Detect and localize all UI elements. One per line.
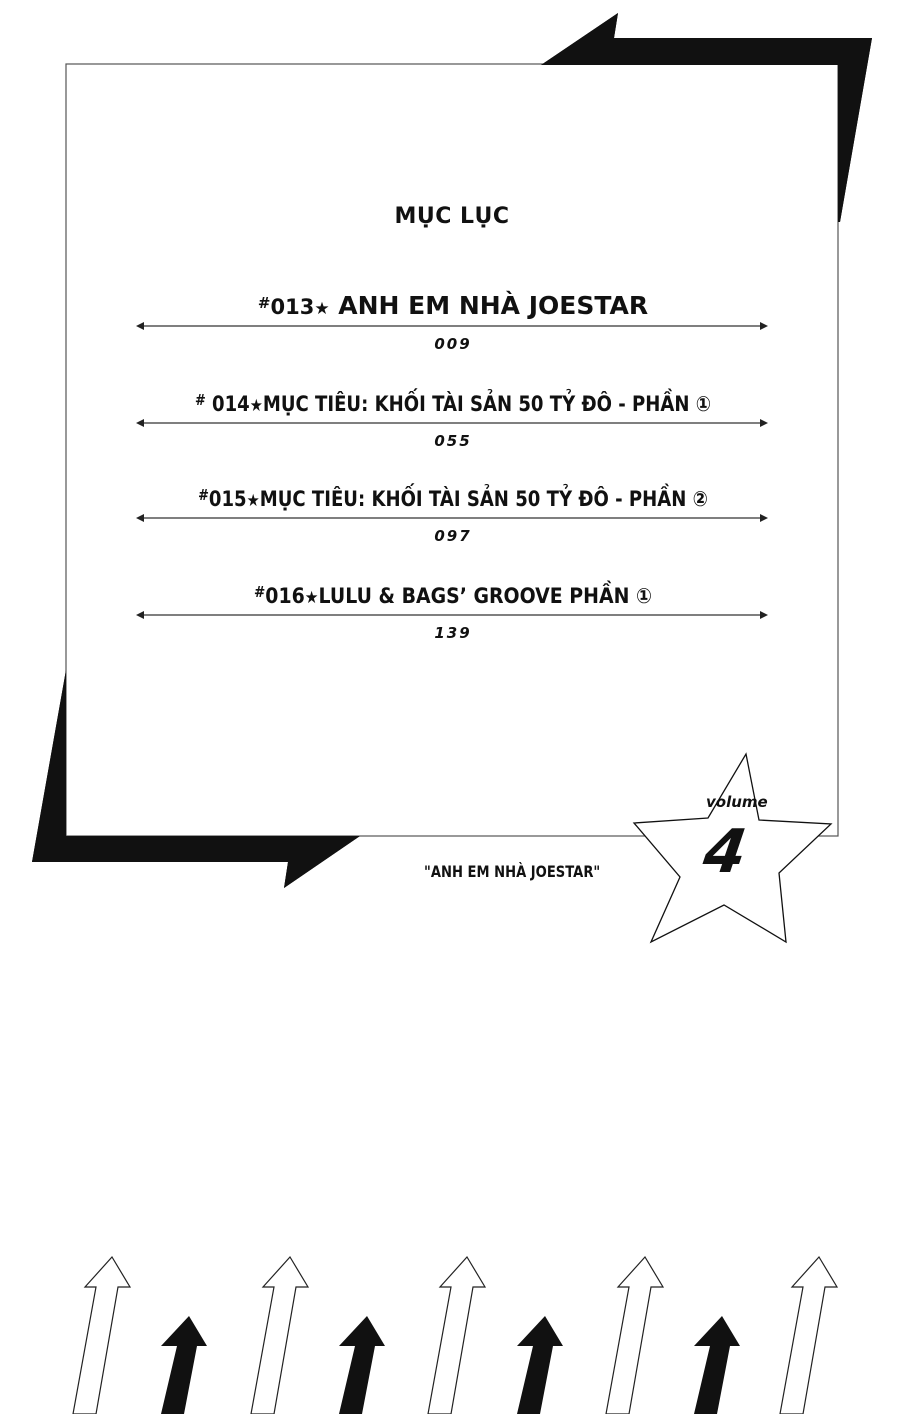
black-arrow-icon (161, 1316, 207, 1414)
white-arrow-icon (605, 1255, 665, 1414)
entry-title: #016★LULU & BAGS’ GROOVE PHẦN ① (253, 583, 652, 608)
volume-number: 4 (699, 817, 751, 887)
white-arrow-icon (250, 1255, 310, 1414)
white-arrow-icon (779, 1255, 839, 1414)
star-icon: ★ (314, 299, 330, 319)
star-icon: ★ (249, 396, 263, 416)
double-arrow-rule (136, 321, 770, 331)
double-arrow-rule (136, 418, 770, 428)
star-icon: ★ (246, 491, 260, 511)
toc-entry[interactable]: #016★LULU & BAGS’ GROOVE PHẦN ① 139 (136, 585, 770, 642)
entry-title: #013★ ANH EM NHÀ JOESTAR (257, 291, 649, 320)
black-arrow-icon (339, 1316, 385, 1414)
white-arrow-icon (427, 1255, 487, 1414)
white-arrow-icon (72, 1255, 132, 1414)
star-icon: ★ (304, 588, 319, 608)
black-arrow-icon (517, 1316, 563, 1414)
toc-entry[interactable]: #013★ ANH EM NHÀ JOESTAR 009 (136, 293, 770, 353)
entry-title: #015★MỤC TIÊU: KHỐI TÀI SẢN 50 TỶ ĐÔ - P… (198, 486, 708, 511)
black-arrow-icon (694, 1316, 740, 1414)
page-number: 055 (434, 432, 472, 450)
toc-entry[interactable]: #015★MỤC TIÊU: KHỐI TÀI SẢN 50 TỶ ĐÔ - P… (136, 488, 770, 545)
toc-box (65, 63, 839, 837)
volume-subtitle: "ANH EM NHÀ JOESTAR" (424, 862, 601, 881)
volume-label: volume (706, 793, 768, 811)
page-number: 009 (434, 335, 472, 353)
page-number: 097 (434, 527, 472, 545)
arrows-decoration (72, 1255, 839, 1414)
double-arrow-rule (136, 610, 770, 620)
page-number: 139 (434, 624, 472, 642)
entry-title: # 014★MỤC TIÊU: KHỐI TÀI SẢN 50 TỶ ĐÔ - … (194, 391, 712, 416)
toc-entry[interactable]: # 014★MỤC TIÊU: KHỐI TÀI SẢN 50 TỶ ĐÔ - … (136, 393, 770, 450)
volume-star (632, 752, 833, 944)
double-arrow-rule (136, 513, 770, 523)
toc-heading: MỤC LỤC (394, 204, 510, 229)
